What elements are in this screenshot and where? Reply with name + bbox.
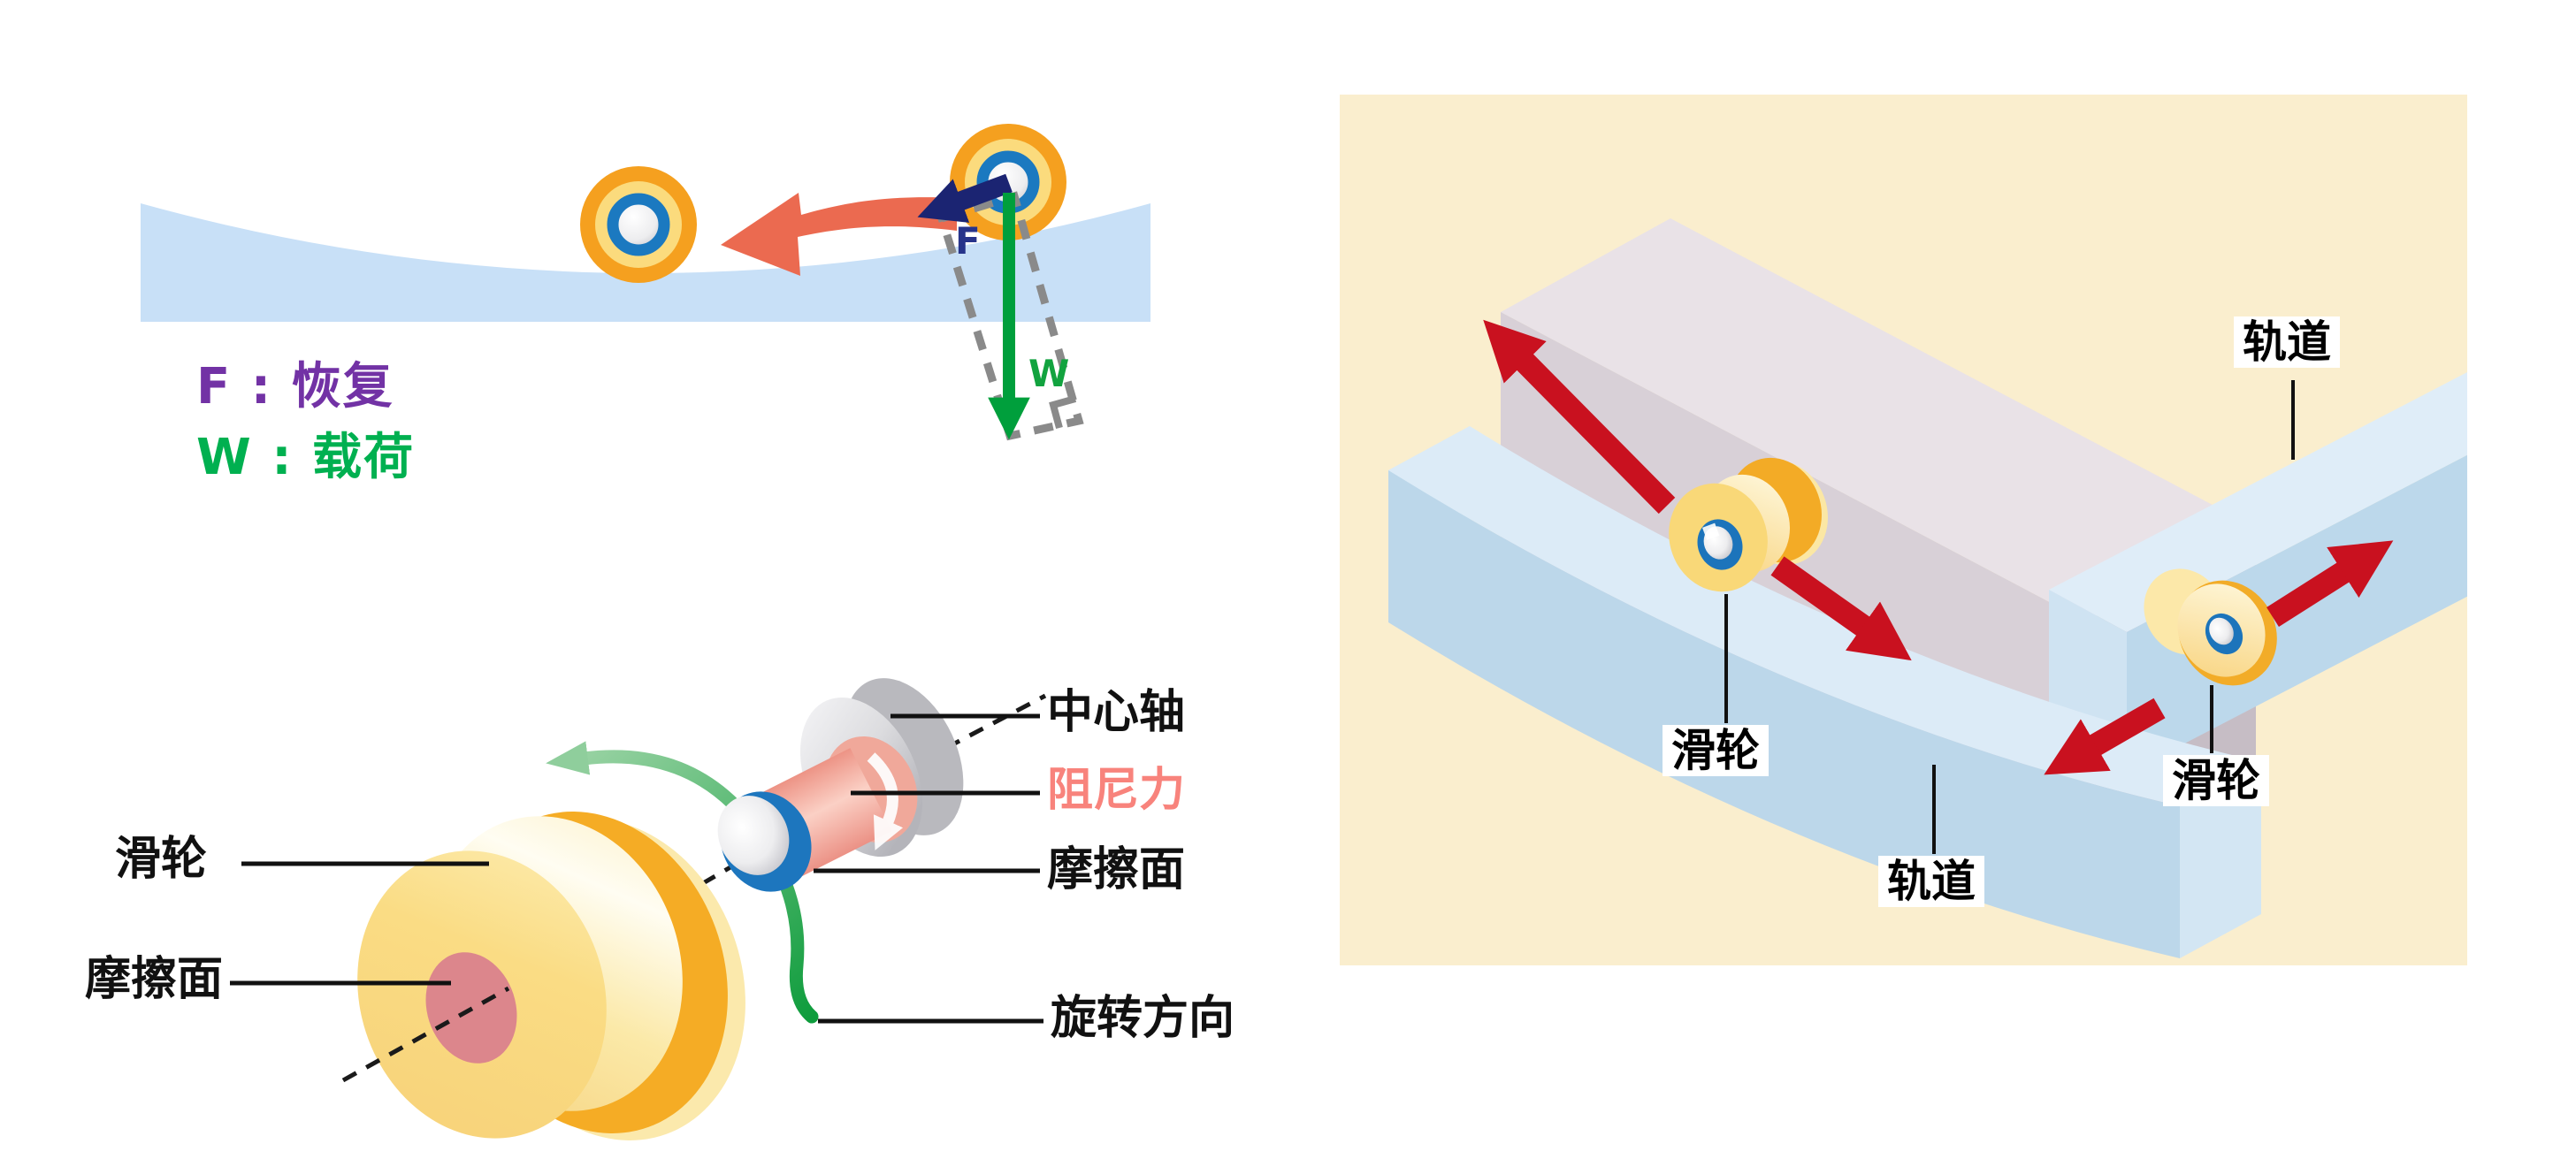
label-friction-surface-right: 摩擦面 — [1047, 843, 1186, 896]
motion-arrows — [1483, 319, 2394, 775]
label-rail-top: 轨道 — [2234, 316, 2340, 368]
curved-rail — [141, 203, 1150, 322]
motion-arrow — [2044, 698, 2166, 775]
pulley-3d — [357, 812, 745, 1140]
axis-dashline — [341, 986, 510, 1083]
slope-force-arrow — [917, 173, 1013, 223]
label-center-axis: 中心轴 — [1047, 686, 1186, 739]
motion-arrow — [1483, 319, 1676, 515]
label-panel-pulley-left: 滑轮 — [1663, 725, 1769, 776]
label-damping-force: 阻尼力 — [1047, 764, 1186, 817]
curved-rail-diagram — [141, 124, 1150, 441]
label-friction-surface-left: 摩擦面 — [85, 953, 224, 1006]
isometric-rail-panel — [1340, 95, 2467, 965]
label-panel-pulley-right: 滑轮 — [2163, 755, 2269, 806]
roller-icon — [580, 166, 697, 283]
rail-front — [1388, 426, 2261, 958]
legend-restore: F : 恢复 — [196, 358, 394, 416]
restoring-force-arrow — [721, 193, 957, 276]
label-rotation-direction: 旋转方向 — [1051, 992, 1235, 1045]
axis-dashline — [654, 693, 1047, 913]
legend-load: W : 载荷 — [196, 429, 416, 486]
damper-rotation-arrow — [867, 752, 904, 850]
label-pulley: 滑轮 — [115, 833, 208, 886]
pulley-on-rail — [2144, 568, 2277, 686]
label-rail-bottom: 轨道 — [1878, 856, 1984, 907]
leader-lines — [230, 713, 1043, 1024]
leader-lines — [1724, 380, 2295, 854]
force-w-label: W — [1028, 352, 1070, 395]
right-angle-mark — [1049, 395, 1077, 430]
force-f-label: F — [955, 219, 981, 263]
pulley-3d-diagram — [230, 678, 1047, 1140]
motion-arrow — [2266, 540, 2394, 627]
motion-arrow — [1770, 556, 1912, 661]
pulley-on-rail — [1669, 457, 1828, 592]
force-parallelogram — [936, 191, 1084, 441]
